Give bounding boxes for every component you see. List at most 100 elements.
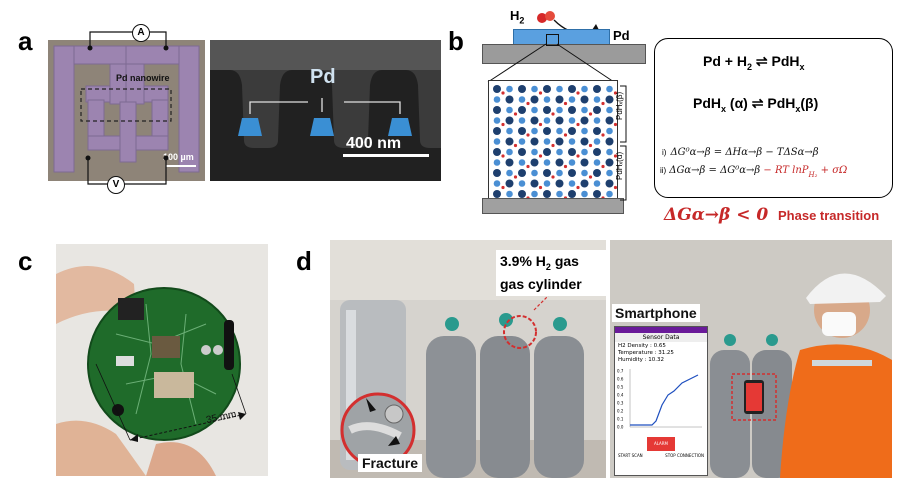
pd-atom — [543, 148, 551, 156]
nanowire-label: Pd nanowire — [116, 73, 170, 83]
pd-atom — [605, 158, 614, 167]
eq4-red-sub: H₂ — [808, 171, 818, 180]
pd-atom — [543, 138, 551, 145]
zoom-lines — [487, 43, 615, 83]
pd-atom — [543, 85, 551, 93]
pd-atom — [593, 180, 601, 187]
pd-atom — [493, 169, 501, 177]
eq2-left-sub: x — [721, 103, 727, 114]
transition-condition: ΔGα→β < 0 — [664, 205, 769, 225]
eq2-arrow: ⇌ — [751, 95, 764, 111]
eq1-sub: 2 — [746, 61, 752, 72]
app-header — [615, 327, 707, 333]
pd-atom — [606, 148, 613, 156]
pd-atom — [556, 127, 563, 135]
pd-atom — [593, 159, 601, 166]
voltmeter-label: V — [112, 179, 120, 190]
pd-atom — [531, 169, 538, 177]
pd-atom — [606, 85, 613, 93]
cylinder-line1b: gas — [550, 253, 579, 269]
pd-atom — [543, 106, 551, 114]
app-chart-ytick: 0.7 — [617, 369, 624, 374]
pd-atom — [518, 148, 526, 156]
lattice-base — [482, 198, 624, 214]
pd-atom — [605, 137, 614, 146]
zoom-box — [546, 34, 559, 46]
reaction-equation-1: Pd + H2 ⇌ PdHx — [703, 53, 805, 72]
pd-atom — [581, 148, 588, 156]
pd-atom — [568, 180, 576, 187]
eq3-text: ΔG⁰α→β = ΔHα→β − TΔSα→β — [670, 147, 819, 158]
pd-atom — [530, 95, 539, 104]
pd-atom — [556, 106, 563, 114]
eq4-red-tail: + σΩ — [817, 165, 848, 176]
pd-atom — [518, 180, 526, 187]
start-scan-button[interactable]: START SCAN — [618, 453, 643, 458]
pd-atom — [593, 148, 601, 156]
cylinder-caption: 3.9% H2 gas gas cylinder — [496, 250, 606, 296]
pd-atom — [506, 127, 513, 135]
pd-atom — [506, 106, 513, 114]
h-atom — [588, 175, 593, 179]
pd-atom — [530, 158, 539, 167]
smartphone-label: Smartphone — [612, 304, 700, 322]
pd-atom — [555, 179, 564, 188]
phase-alpha-label: PdHₓ(α) — [615, 151, 624, 180]
gas-cylinder-photo: 3.9% H2 gas gas cylinder Fracture — [330, 240, 606, 478]
temperature-reading: Temperature : 31.25 — [618, 350, 674, 356]
alarm-indicator: ALARM — [647, 437, 675, 451]
h-atom — [613, 154, 617, 158]
h-atom — [501, 154, 505, 158]
worker-photo: Smartphone Sensor Data H2 Density : 0.65… — [610, 240, 892, 478]
pd-atom — [568, 159, 576, 166]
h-atom — [526, 101, 530, 106]
pd-atom — [493, 117, 501, 124]
pd-atom — [606, 127, 613, 135]
pd-atom — [505, 95, 514, 104]
app-chart-ytick: 0.5 — [617, 385, 624, 390]
h-atom — [526, 133, 530, 137]
circuit-wires — [85, 31, 169, 185]
alarm-text: ALARM — [653, 441, 669, 446]
pd-atom — [606, 190, 613, 198]
pd-atom — [506, 85, 513, 93]
h-atom — [601, 164, 605, 169]
pd-atom — [505, 158, 514, 167]
pd-atom — [505, 137, 514, 146]
pd-atom — [543, 190, 551, 198]
eq2-right-phase: (β) — [800, 95, 819, 111]
pd-atom — [593, 117, 601, 124]
stop-connection-button[interactable]: STOP CONNECTION — [665, 453, 704, 458]
pd-atom — [568, 85, 576, 93]
eq4-red: − RT lnP — [760, 165, 809, 176]
pd-atom — [493, 85, 501, 93]
pd-atom — [555, 158, 564, 167]
h-atom — [613, 185, 617, 190]
optical-scale-label: 100 µm — [163, 152, 194, 162]
phase-brackets — [620, 85, 627, 201]
pd-atom — [530, 116, 539, 125]
eq1-arrow: ⇌ — [755, 53, 768, 69]
pd-atom — [555, 137, 564, 146]
gibbs-equation-2: ii)ΔGα→β = ΔG⁰α→β − RT lnPH₂ + σΩ — [660, 160, 847, 179]
app-chart: 0.70.60.50.40.30.20.10.0 — [617, 369, 702, 430]
eq2-left-phase: (α) — [726, 95, 748, 111]
app-chart-ytick: 0.2 — [617, 409, 624, 414]
h-atom — [551, 175, 555, 179]
eq2-right-sub: x — [795, 103, 801, 114]
pd-atom — [506, 169, 513, 177]
h-atom — [563, 164, 568, 169]
pd-atom — [593, 96, 601, 103]
pd-atom — [580, 158, 589, 167]
optical-micrograph: Pd nanowire 100 µm — [48, 40, 205, 181]
lattice-zoom — [488, 80, 618, 200]
pd-atom — [581, 169, 588, 177]
h-atom — [513, 143, 518, 148]
pd-atom — [555, 95, 564, 104]
pd-atom — [568, 138, 576, 145]
pd-atom — [593, 106, 601, 114]
phone-app-screen: Sensor Data H2 Density : 0.65 Temperatur… — [614, 326, 708, 476]
pd-atom — [593, 127, 601, 135]
pd-atom — [518, 106, 526, 114]
h-atom — [613, 122, 617, 127]
